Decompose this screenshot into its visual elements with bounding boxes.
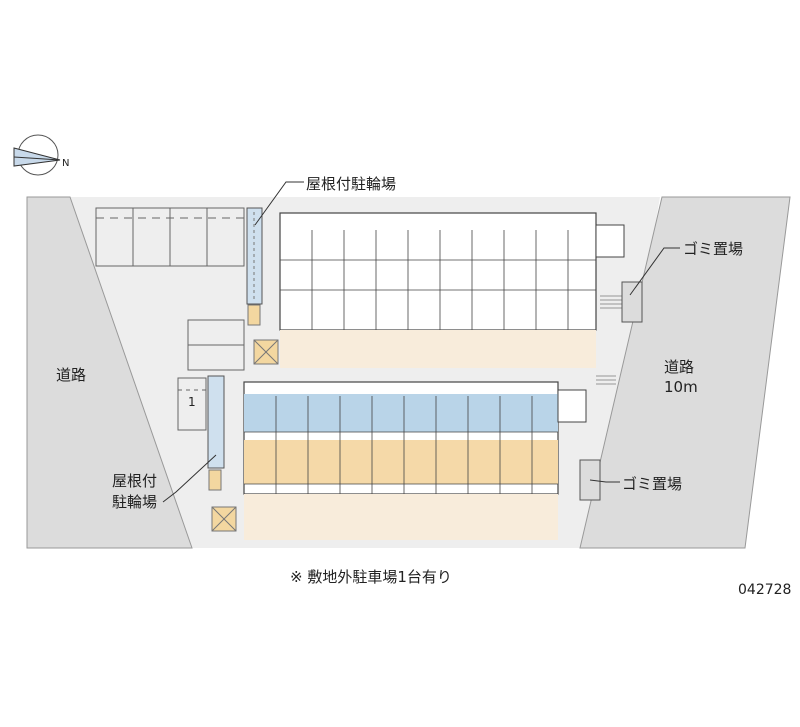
parking-note: ※ 敷地外駐車場1台有り (290, 568, 452, 586)
garbage-top-label: ゴミ置場 (683, 240, 743, 258)
bike-shelter-top-label: 屋根付駐輪場 (306, 175, 396, 193)
parking-number: 1 (188, 395, 196, 409)
building-top (279, 212, 625, 368)
storage-box-2 (211, 506, 237, 532)
bike-pad-top (247, 304, 261, 326)
parking-area-top (95, 207, 245, 267)
leader-lines (162, 181, 680, 503)
road-right-label-line2: 10m (664, 378, 698, 396)
parking-area-mid (187, 319, 245, 371)
garbage-station-top (621, 281, 643, 323)
road-right-label-line1: 道路 (664, 358, 694, 376)
property-code: 042728 (738, 582, 791, 598)
road-left-label: 道路 (56, 366, 86, 384)
bike-shelter-left-label-line1: 屋根付 (112, 472, 157, 490)
building-bottom (243, 381, 587, 540)
bike-shelter-left-label-line2: 駐輪場 (112, 493, 157, 511)
road-left (26, 196, 193, 549)
compass-letter: N (62, 158, 69, 169)
road-right (579, 196, 791, 549)
bike-pad-left (208, 469, 222, 491)
storage-box-1 (253, 339, 279, 365)
parking-space-1 (177, 377, 207, 431)
garbage-bottom-label: ゴミ置場 (622, 475, 682, 493)
north-arrow-icon (13, 134, 61, 176)
bike-shelter-left (207, 375, 225, 469)
steps-right (596, 295, 622, 385)
